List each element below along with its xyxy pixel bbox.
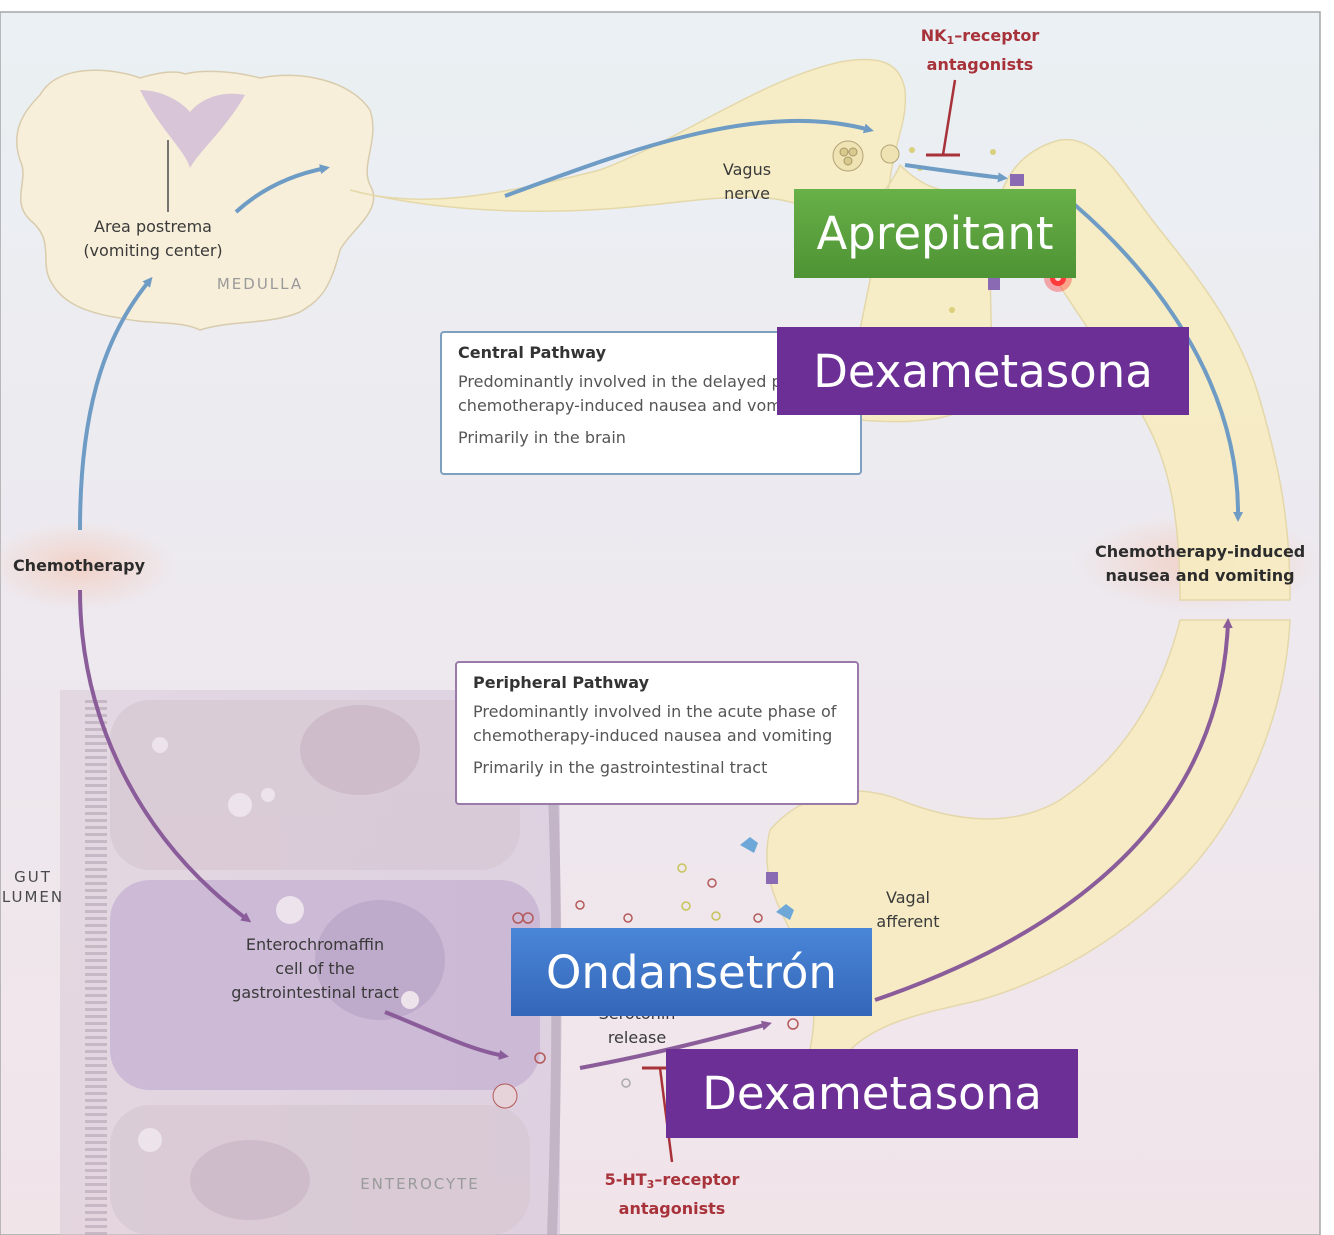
peripheral-pathway-line: Predominantly involved in the acute phas… (473, 702, 837, 721)
ht3-antagonists-label: 5-HT3–receptor antagonists (604, 1170, 740, 1218)
area-postrema-region (140, 90, 245, 168)
receptor-icon (740, 837, 758, 853)
medulla-label: MEDULLA (216, 275, 304, 293)
dexametasona-top-label: Dexametasona (777, 327, 1189, 415)
receptor-icon (776, 904, 794, 920)
central-pathway-line: Primarily in the brain (458, 428, 626, 447)
ondansetron-label: Ondansetrón (511, 928, 872, 1016)
arrow-afferent-to-cinv (874, 618, 1233, 1002)
arrow-enterochromaffin-to-release (384, 1010, 509, 1060)
arrow-chemo-to-area-postrema (78, 276, 153, 531)
vagus-nerve-label: Vagus nerve (722, 160, 772, 203)
arrow-synapse-release (904, 163, 1008, 183)
arrow-vagus-to-synapse (504, 118, 874, 198)
arrow-release-to-afferent (579, 1020, 772, 1070)
nk1-antagonists-label: NK1–receptor antagonists (920, 26, 1040, 74)
enterochromaffin-label: Enterochromaffin cell of the gastrointes… (231, 935, 399, 1002)
aprepitant-label: Aprepitant (794, 189, 1076, 278)
gut-lumen-label: GUT LUMEN (1, 868, 65, 906)
nk1-inhibitor-line (926, 79, 960, 157)
central-pathway-line: Predominantly involved in the delayed ph… (458, 372, 841, 391)
chemotherapy-label: Chemotherapy (12, 556, 146, 575)
vagal-afferent-label: Vagal afferent (876, 888, 940, 931)
area-postrema-label: Area postrema (vomiting center) (83, 217, 223, 260)
peripheral-pathway-line: Primarily in the gastrointestinal tract (473, 758, 768, 777)
peripheral-pathway-title: Peripheral Pathway (473, 673, 650, 692)
peripheral-pathway-line: chemotherapy-induced nausea and vomiting (473, 726, 833, 745)
peripheral-pathway-box: Peripheral Pathway Predominantly involve… (455, 661, 859, 805)
central-pathway-title: Central Pathway (458, 343, 607, 362)
medulla-shape (16, 69, 375, 331)
gut-tissue (60, 689, 562, 1235)
chemotherapy-glow (0, 521, 175, 611)
dexametasona-bottom-label: Dexametasona (666, 1049, 1078, 1138)
cinv-label: Chemotherapy-induced nausea and vomiting (1095, 542, 1306, 585)
arrow-chemo-to-enterochromaffin (78, 589, 252, 923)
enterocyte-lower (110, 1105, 530, 1235)
central-pathway-line: chemotherapy-induced nausea and vomiting (458, 396, 818, 415)
arrow-medulla-to-vagus (234, 164, 330, 214)
enterocyte-label: ENTEROCYTE (360, 1175, 480, 1193)
synapse-vesicles (832, 140, 1024, 313)
serotonin-dots (492, 837, 799, 1109)
